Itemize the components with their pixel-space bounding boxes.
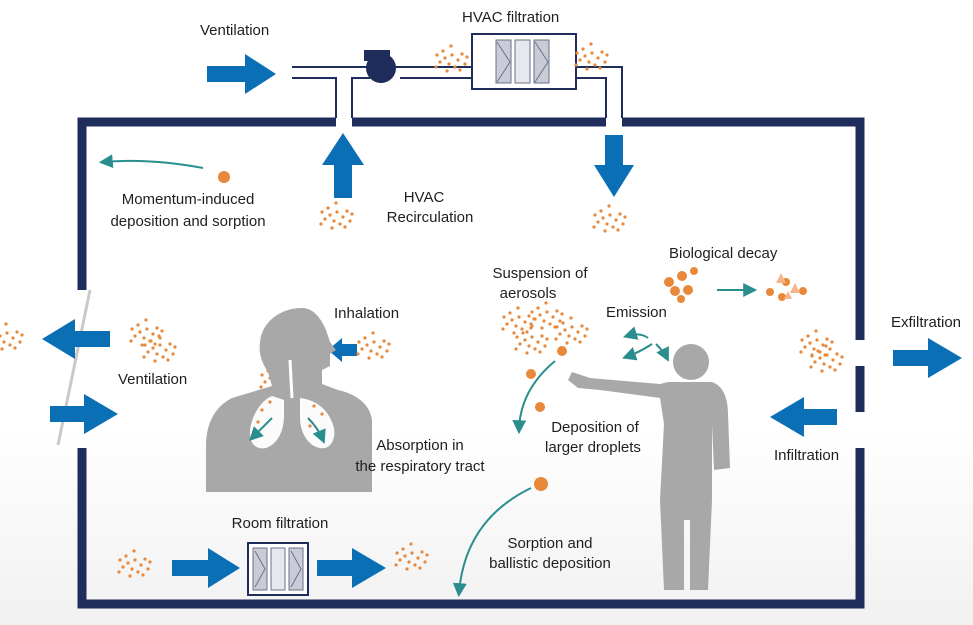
hvac-filter-icon [471, 33, 577, 90]
exfiltration-label: Exfiltration [891, 314, 961, 331]
exfiltration-arrow [893, 338, 962, 378]
emission-label: Emission [606, 304, 667, 321]
large-droplets [218, 171, 807, 491]
hvac-recirculation-arrow [322, 133, 364, 198]
sorption-label-1: Sorption and [507, 535, 592, 552]
hvac-recirculation-label-2: Recirculation [387, 209, 474, 226]
inhalation-arrow [328, 338, 357, 362]
hvac-fan-icon [364, 50, 396, 83]
labels: Ventilation HVAC filtration Momentum-ind… [110, 9, 961, 572]
decayed-particles [776, 273, 800, 299]
momentum-label-2: deposition and sorption [110, 213, 265, 230]
ventilation-in-side-arrow [50, 394, 118, 434]
infiltration-arrow [770, 397, 837, 437]
emission-arrow-3 [655, 343, 669, 362]
emitting-person-silhouette [568, 344, 730, 590]
airflow-arrows [42, 54, 962, 588]
ventilation-side-label: Ventilation [118, 371, 187, 388]
ballistic-arrow [452, 487, 532, 598]
ventilation-out-arrow [42, 319, 110, 359]
room-filter-in-arrow [172, 548, 240, 588]
infiltration-label: Infiltration [774, 447, 839, 464]
absorption-label-2: the respiratory tract [355, 458, 485, 475]
suspension-label-1: Suspension of [492, 265, 588, 282]
ventilation-top-label: Ventilation [200, 22, 269, 39]
room-filter-icon [247, 542, 309, 596]
hvac-filtration-label: HVAC filtration [462, 9, 559, 26]
absorption-label-1: Absorption in [376, 437, 464, 454]
room-filter-out-arrow [317, 548, 386, 588]
ventilation-in-arrow [207, 54, 276, 94]
process-arrows [98, 154, 758, 598]
biological-decay-label: Biological decay [669, 245, 778, 262]
deposition-label-1: Deposition of [551, 419, 639, 436]
hvac-supply-arrow [594, 135, 634, 197]
room-filtration-label: Room filtration [232, 515, 329, 532]
emission-arrow-2 [622, 343, 653, 361]
lung-arrows [249, 417, 326, 444]
emission-arrow-1 [622, 326, 649, 340]
suspension-label-2: aerosols [500, 285, 557, 302]
momentum-arrow [98, 154, 204, 169]
hvac-recirculation-label-1: HVAC [404, 189, 445, 206]
deposition-label-2: larger droplets [545, 439, 641, 456]
droplet-fall-arrow [512, 360, 556, 435]
momentum-label-1: Momentum-induced [122, 191, 255, 208]
inhaling-person-silhouette [206, 308, 372, 492]
inhalation-label: Inhalation [334, 305, 399, 322]
sorption-label-2: ballistic deposition [489, 555, 611, 572]
room-walls [77, 117, 865, 609]
lung-particles [256, 400, 324, 428]
